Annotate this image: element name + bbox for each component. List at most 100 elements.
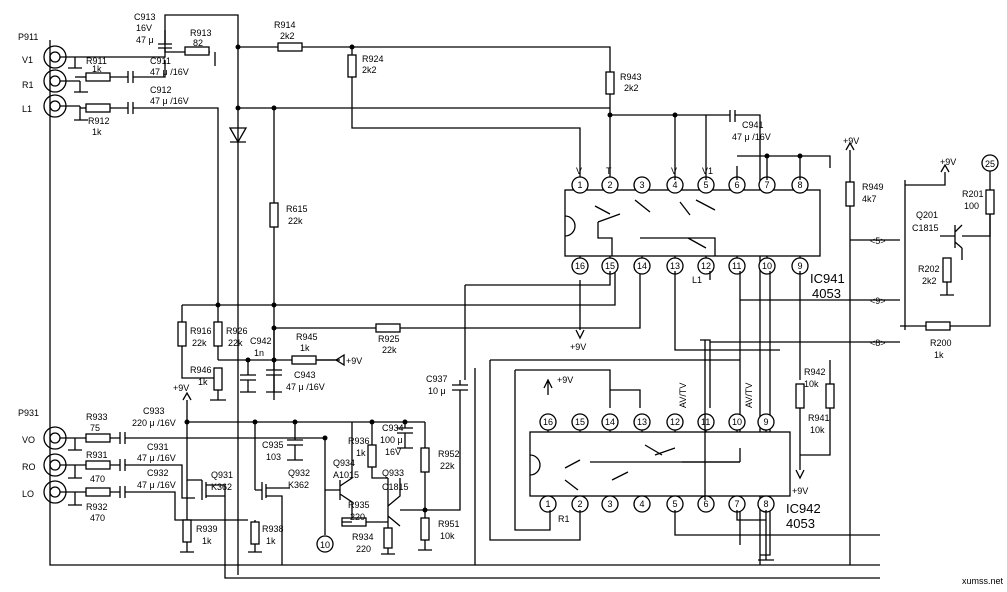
- ic941-pin-number: 6: [735, 180, 740, 190]
- r925-value: 22k: [382, 345, 397, 355]
- label-ro: RO: [22, 462, 36, 472]
- resistor-r939: [182, 519, 192, 543]
- ic942-pin-number: 10: [732, 417, 742, 427]
- r939-ref: R939: [196, 524, 218, 534]
- resistor-r952: [420, 447, 430, 473]
- r933-value: 75: [90, 423, 100, 433]
- c941-value: 47 μ /16V: [732, 132, 771, 142]
- r939-value: 1k: [202, 536, 212, 546]
- ic942-pin-number: 5: [673, 499, 678, 509]
- r936-ref: R936: [348, 436, 370, 446]
- c913-ref: C913: [134, 12, 156, 22]
- ic942-pin-number: 11: [701, 417, 710, 427]
- q933-ref: Q933: [382, 468, 404, 478]
- c934-voltage: 16V: [385, 447, 401, 457]
- ic941-pin-10: [758, 257, 776, 275]
- ic941-ref: IC941: [810, 271, 845, 286]
- resistor-r926: [213, 321, 223, 347]
- resistor-r201: [985, 189, 995, 215]
- label-v1: V1: [22, 55, 33, 65]
- input-connector-p911: P911 V1 R1 L1: [18, 32, 67, 118]
- r946-ref: R946: [190, 365, 212, 375]
- resistor-r615: [269, 202, 279, 228]
- r949-ref: R949: [862, 182, 884, 192]
- r951-value: 10k: [440, 531, 455, 541]
- r945-value: 1k: [300, 343, 310, 353]
- r913-value: 82: [193, 38, 203, 48]
- r935-ref: R935: [348, 500, 370, 510]
- q201-part: C1815: [912, 223, 939, 233]
- r949-value: 4k7: [862, 194, 877, 204]
- r932-ref: R932: [86, 502, 108, 512]
- resistor-r946: [213, 367, 223, 391]
- q931-part: K362: [211, 482, 232, 492]
- c911-value: 47 μ /16V: [150, 67, 189, 77]
- resistor-r200: [925, 321, 951, 331]
- r943-ref: R943: [620, 72, 642, 82]
- resistor-r914: [277, 42, 303, 52]
- r615-value: 22k: [288, 216, 303, 226]
- resistor-r924: [347, 54, 357, 78]
- ic942-pin-number: 9: [764, 417, 769, 427]
- c937-value: 10 μ: [428, 386, 446, 396]
- ic941-pin-number: 5: [704, 180, 709, 190]
- r952-ref: R952: [438, 449, 460, 459]
- r938-value: 1k: [266, 536, 276, 546]
- r200-ref: R200: [930, 338, 952, 348]
- r949-supply: +9V: [843, 136, 859, 146]
- r945-ref: R945: [296, 332, 318, 342]
- resistor-r912: [85, 103, 111, 113]
- q934-ref: Q934: [333, 458, 355, 468]
- r926-value: 22k: [228, 338, 243, 348]
- ic942-pin-number: 4: [640, 499, 645, 509]
- r925-ref: R925: [378, 334, 400, 344]
- r936-value: 1k: [356, 448, 366, 458]
- net-10-marker: [316, 535, 334, 553]
- ic942-pin-10: [728, 413, 746, 431]
- ic941-pin-number: 9: [798, 261, 803, 271]
- label-l1: L1: [22, 104, 32, 114]
- ic941-pin-number: 12: [701, 261, 711, 271]
- resistor-r913: [184, 46, 210, 56]
- resistor-r938: [250, 521, 260, 545]
- ic942-pin-number: 14: [605, 417, 615, 427]
- r942-supply: +9V: [792, 486, 808, 496]
- resistor-r951: [420, 517, 430, 541]
- ic941-pin-11: [728, 257, 746, 275]
- c943-ref: C943: [294, 370, 316, 380]
- r931-value: 470: [90, 474, 105, 484]
- c935-value: 103: [266, 452, 281, 462]
- r942-value: 10k: [804, 379, 819, 389]
- r615-ref: R615: [286, 204, 308, 214]
- ic941-pin-number: 16: [575, 261, 585, 271]
- r202-value: 2k2: [922, 276, 937, 286]
- q201-ref: Q201: [916, 210, 938, 220]
- q933-part: C1815: [382, 482, 409, 492]
- r924-ref: R924: [362, 54, 384, 64]
- ic941-pin-number: 2: [608, 180, 613, 190]
- c911-ref: C911: [150, 56, 171, 66]
- c934-value: 100 μ: [380, 435, 403, 445]
- r942-ref: R942: [804, 367, 826, 377]
- resistor-r925: [375, 323, 401, 333]
- ic942-pin-number: 1: [546, 499, 551, 509]
- r914-value: 2k2: [280, 31, 295, 41]
- ic942-pin-number: 6: [704, 499, 709, 509]
- c933-ref: C933: [143, 406, 165, 416]
- ic942-ref: IC942: [786, 501, 821, 516]
- ic942-pin16-supply: +9V: [557, 375, 573, 385]
- ic941-pin-number: 4: [673, 180, 678, 190]
- ic942-pin-3: [601, 495, 619, 513]
- q201-supply: +9V: [940, 157, 956, 167]
- r934-ref: R934: [352, 532, 374, 542]
- ic941-pin-16: [571, 257, 589, 275]
- label-p931: P931: [18, 408, 39, 418]
- resistor-r949: [845, 181, 855, 207]
- ic941-pin-14: [633, 257, 651, 275]
- q932-ref: Q932: [288, 468, 310, 478]
- net-10: 10: [320, 540, 330, 550]
- ic941-pin-label: V: [671, 166, 677, 176]
- ic941-pin-number: 1: [578, 180, 583, 190]
